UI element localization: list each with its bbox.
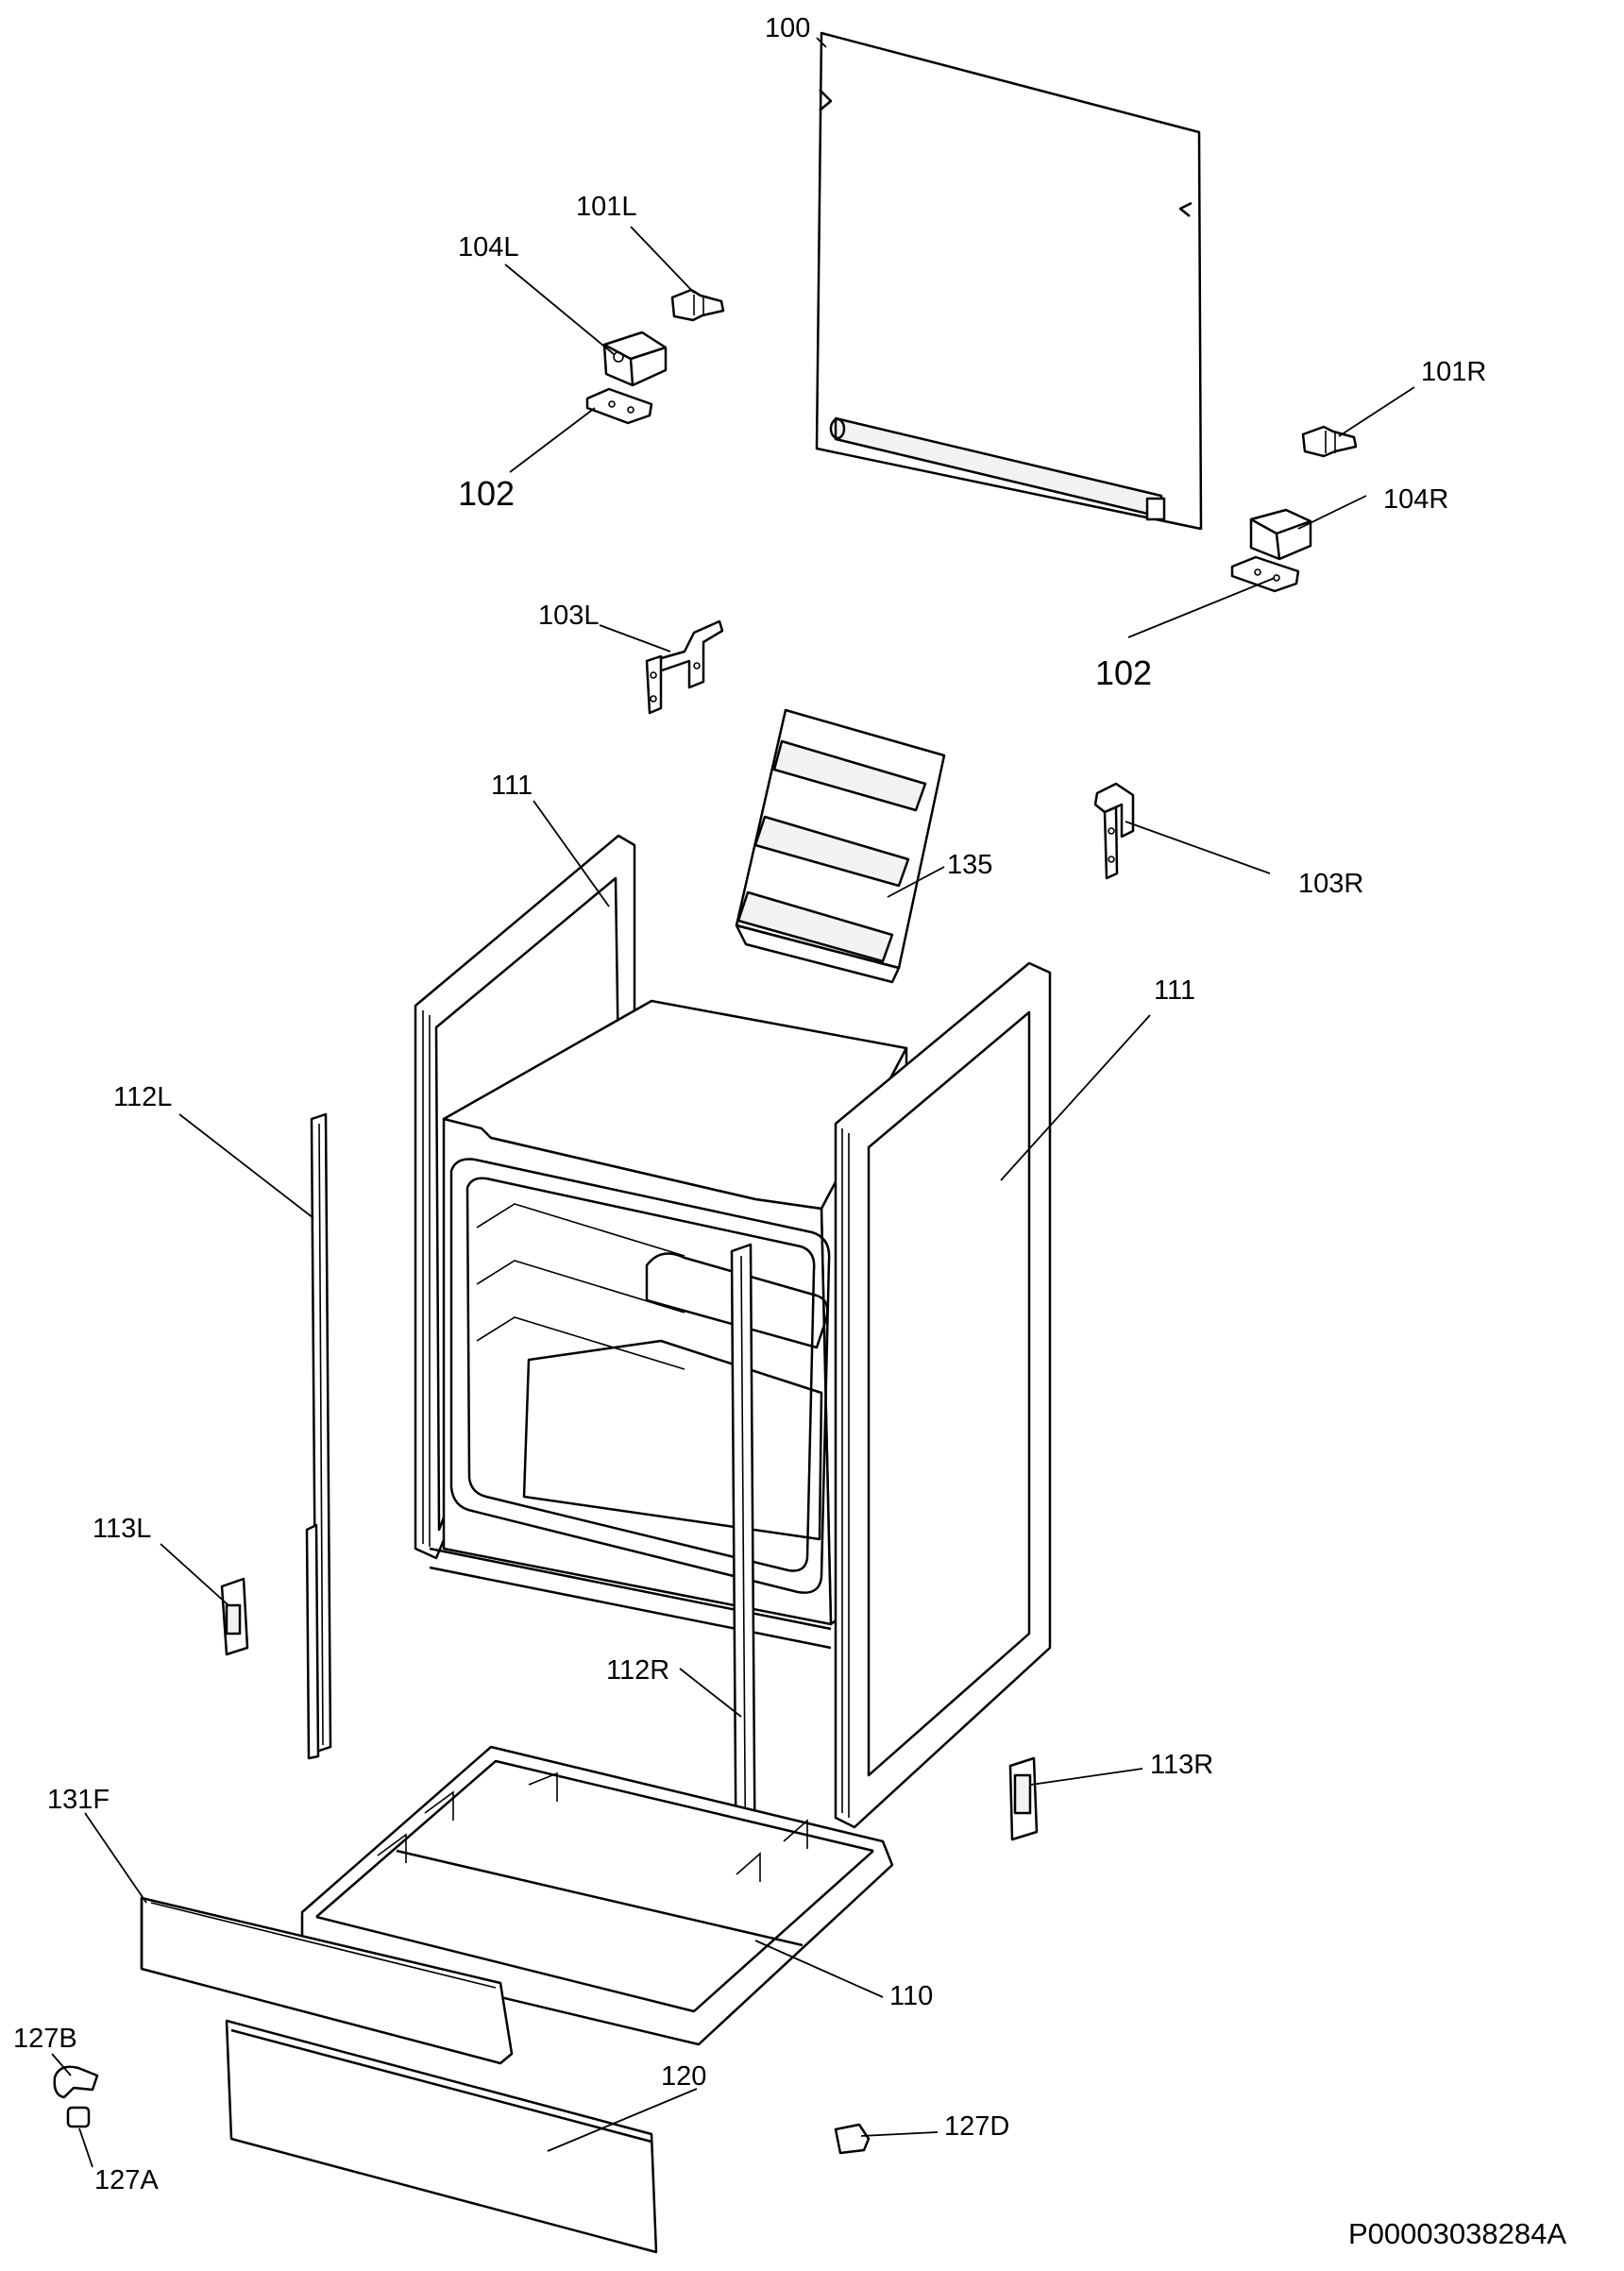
- part-131F-front-kick-panel: [140, 1896, 514, 2065]
- leader-lines: [51, 37, 1415, 2168]
- part-127B-clip: [53, 2065, 99, 2099]
- part-100-door-glass: [815, 31, 1203, 531]
- callout-103R: 103R: [1298, 869, 1364, 899]
- part-104L-hinge-block: [602, 330, 668, 387]
- callout-101L: 101L: [576, 192, 637, 222]
- callout-102-right: 102: [1095, 653, 1153, 692]
- callout-103L: 103L: [538, 601, 600, 631]
- callout-112L: 112L: [113, 1082, 173, 1112]
- callout-110: 110: [889, 1981, 934, 2011]
- part-113L-latch-bracket-left: [220, 1577, 249, 1656]
- part-135-oven-side-rack: [735, 708, 946, 984]
- part-120-drawer-front: [225, 2019, 658, 2254]
- part-103L-hinge-bracket: [645, 619, 724, 715]
- callout-113R: 113R: [1150, 1750, 1214, 1780]
- diagram-reference-code: P00003038284A: [1348, 2217, 1567, 2250]
- callout-102-left: 102: [458, 474, 516, 513]
- callout-127D: 127D: [944, 2111, 1010, 2142]
- callout-127A: 127A: [94, 2165, 159, 2195]
- callout-104R: 104R: [1383, 484, 1449, 515]
- callout-131F: 131F: [47, 1785, 110, 1815]
- part-102-left-hinge-plate: [585, 387, 653, 425]
- part-104R-hinge-block: [1249, 508, 1312, 561]
- callout-101R: 101R: [1421, 357, 1487, 387]
- callout-135: 135: [947, 850, 993, 880]
- callout-100: 100: [765, 13, 811, 43]
- part-101L-hinge-pin: [670, 288, 725, 322]
- part-113R-latch-bracket-right: [1008, 1756, 1039, 1841]
- part-112L-front-strip-left: [305, 1112, 332, 1760]
- part-127D-clip: [834, 2123, 871, 2155]
- callout-113L: 113L: [93, 1514, 152, 1544]
- callout-112R: 112R: [606, 1655, 670, 1686]
- part-102-right-hinge-plate: [1230, 555, 1300, 593]
- part-111-right-side-panel: [834, 961, 1052, 1829]
- callout-120: 120: [661, 2061, 707, 2092]
- part-103R-hinge-bracket: [1093, 782, 1135, 880]
- part-127A-foot: [66, 2106, 91, 2128]
- callout-111-right: 111: [1154, 975, 1196, 1006]
- callout-111-left: 111: [491, 771, 533, 801]
- callout-127B: 127B: [13, 2024, 77, 2054]
- callout-104L: 104L: [458, 232, 519, 263]
